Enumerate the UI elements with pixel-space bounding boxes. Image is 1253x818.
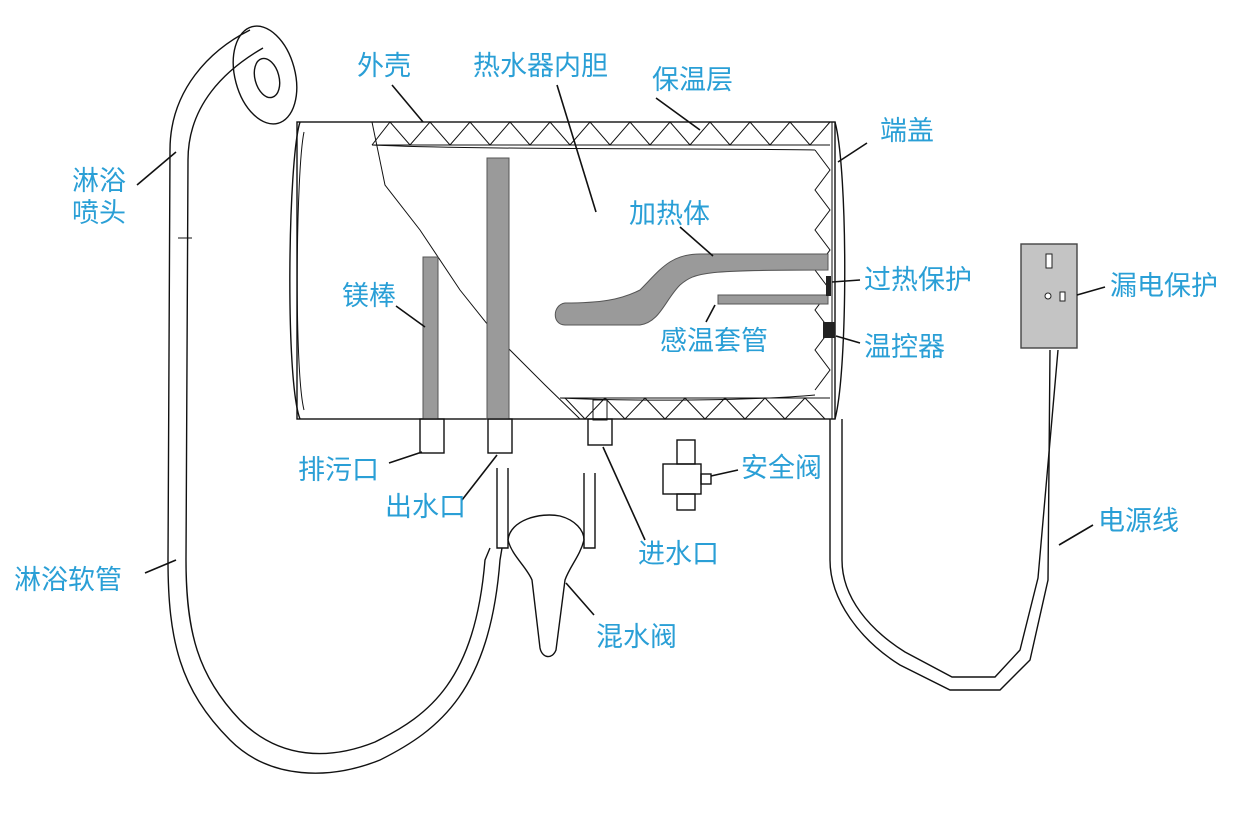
label-shower-head: 淋浴 喷头 [72, 166, 126, 229]
inlet-port [587, 418, 613, 446]
label-leakage-protection: 漏电保护 [1110, 271, 1218, 302]
outlet-pipe [486, 157, 510, 420]
inner-tank [371, 121, 816, 420]
label-overheat-protection: 过热保护 [864, 265, 972, 296]
label-safety-valve: 安全阀 [741, 453, 822, 484]
insulation-layer [370, 121, 831, 420]
drain-port [419, 418, 445, 454]
leakage-protection-box [1020, 243, 1078, 349]
thermostat-marker [823, 322, 835, 338]
mixing-valve [496, 468, 596, 658]
safety-valve [662, 439, 712, 511]
label-insulation: 保温层 [652, 65, 733, 96]
label-outer-shell: 外壳 [357, 51, 411, 82]
outlet-port [487, 418, 513, 454]
leader-lines [136, 84, 1106, 616]
temp-sensor-tube [717, 294, 829, 305]
label-power-cord: 电源线 [1098, 506, 1179, 537]
label-thermostat: 温控器 [864, 332, 945, 363]
label-water-inlet: 进水口 [638, 539, 719, 570]
magnesium-rod [422, 256, 439, 420]
power-cord [829, 349, 1059, 691]
label-heater: 加热体 [629, 199, 710, 230]
label-shower-hose: 淋浴软管 [14, 565, 122, 596]
label-end-cap: 端盖 [880, 116, 934, 147]
overheat-protection-marker [826, 276, 831, 296]
shower-hose [167, 29, 503, 774]
label-temp-sensor-tube: 感温套管 [660, 326, 768, 357]
shower-head [232, 25, 298, 125]
label-water-outlet: 出水口 [385, 492, 466, 523]
label-magnesium-rod: 镁棒 [342, 281, 396, 312]
label-mixing-valve: 混水阀 [596, 622, 677, 653]
label-drain-outlet: 排污口 [298, 455, 379, 486]
heater-element [554, 253, 829, 326]
label-inner-tank: 热水器内胆 [473, 51, 608, 82]
